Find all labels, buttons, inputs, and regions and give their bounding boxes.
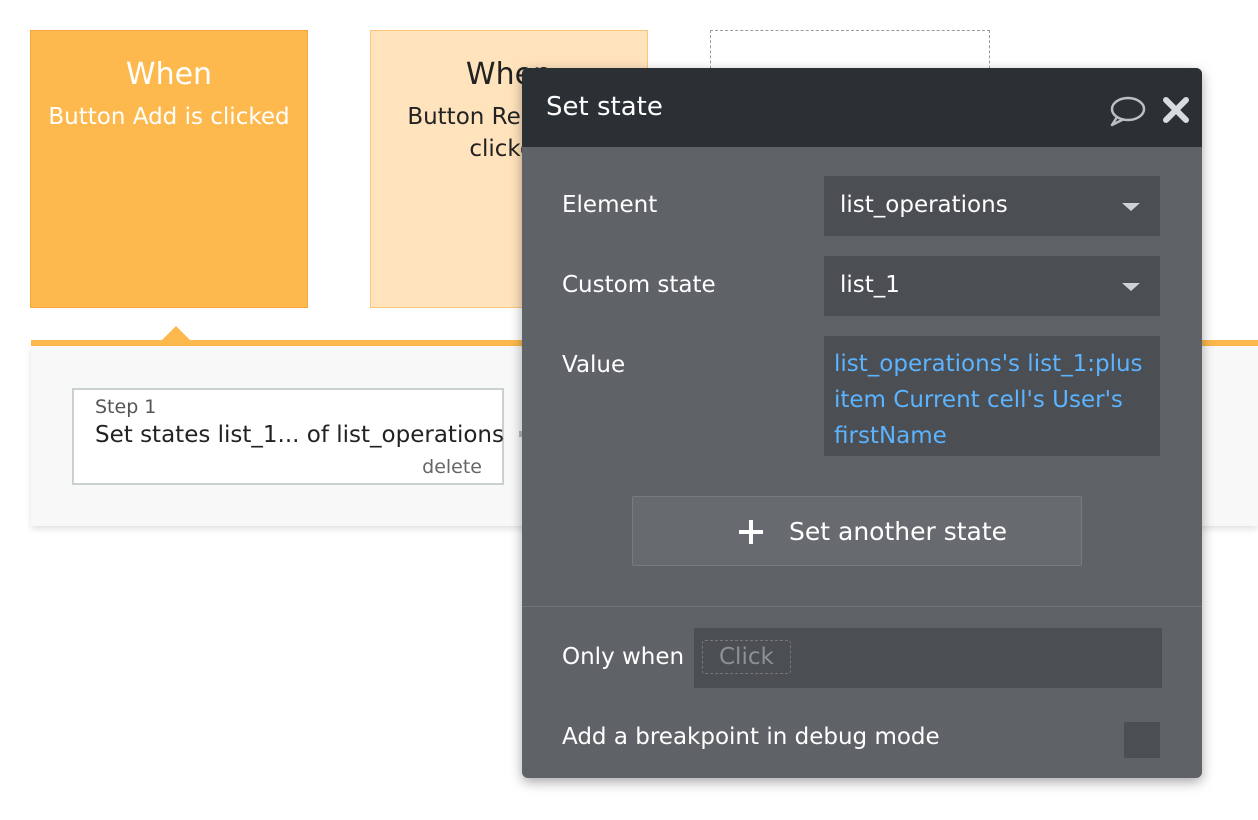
step-delete-link[interactable]: delete — [422, 456, 482, 478]
workflow-step-card[interactable]: Step 1 Set states list_1... of list_oper… — [72, 388, 504, 485]
modal-title: Set state — [546, 92, 663, 122]
only-when-condition-field[interactable]: Click — [694, 628, 1162, 688]
set-state-modal: Set state Element list_operations Custom… — [522, 68, 1202, 778]
modal-header: Set state — [522, 68, 1202, 147]
element-dropdown-value: list_operations — [840, 192, 1008, 218]
caret-down-icon — [1122, 203, 1140, 211]
value-expression-editor[interactable]: list_operations's list_1:plus item Curre… — [824, 336, 1160, 456]
only-when-label: Only when — [562, 644, 685, 670]
close-icon[interactable] — [1162, 96, 1190, 124]
selected-event-pointer — [162, 326, 190, 340]
custom-state-label: Custom state — [562, 272, 716, 298]
breakpoint-label: Add a breakpoint in debug mode — [562, 724, 940, 750]
step-number: Step 1 — [95, 396, 157, 418]
value-label: Value — [562, 352, 626, 378]
caret-down-icon — [1122, 283, 1140, 291]
only-when-click-placeholder[interactable]: Click — [702, 640, 791, 674]
custom-state-dropdown-value: list_1 — [840, 272, 900, 298]
event-when-label: When — [125, 57, 213, 92]
breakpoint-checkbox[interactable] — [1124, 722, 1160, 758]
plus-icon — [739, 520, 763, 544]
element-dropdown[interactable]: list_operations — [824, 176, 1160, 236]
event-description: Button Add is clicked — [48, 104, 290, 130]
step-title: Set states list_1... of list_operations — [95, 422, 504, 448]
set-another-state-button[interactable]: Set another state — [632, 496, 1082, 566]
set-another-state-label: Set another state — [789, 517, 1008, 546]
comment-icon[interactable] — [1108, 94, 1146, 128]
custom-state-dropdown[interactable]: list_1 — [824, 256, 1160, 316]
modal-divider — [522, 606, 1202, 607]
value-expression[interactable]: list_operations's list_1:plus item Curre… — [834, 351, 1143, 449]
element-label: Element — [562, 192, 658, 218]
event-card-add[interactable]: When Button Add is clicked — [30, 30, 308, 308]
step-connector — [519, 431, 523, 437]
